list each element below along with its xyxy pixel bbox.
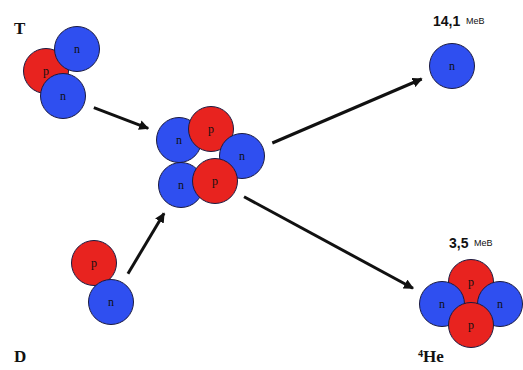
particle-letter: n (449, 60, 455, 72)
nucleus-label: T (14, 20, 25, 37)
particle-letter: n (176, 134, 182, 146)
particle-letter: n (239, 150, 245, 162)
neutron-circle: n (54, 26, 100, 72)
particle-letter: p (43, 65, 49, 77)
reaction-arrow (94, 108, 148, 129)
nucleus-label: ⁴He (418, 348, 444, 365)
particle-letter: p (468, 319, 474, 331)
proton-circle: p (448, 302, 494, 348)
particle-letter: n (439, 298, 445, 310)
particle-letter: p (91, 257, 97, 269)
neutron-circle: n (429, 43, 475, 89)
particle-letter: n (497, 298, 503, 310)
particle-letter: p (212, 175, 218, 187)
reaction-arrow (128, 213, 164, 273)
particle-letter: n (60, 90, 66, 102)
energy-unit: МеВ (474, 239, 493, 248)
particle-letter: n (178, 179, 184, 191)
reaction-arrow (244, 197, 413, 289)
reaction-arrow (272, 79, 421, 143)
particle-letter: n (108, 296, 114, 308)
particle-letter: n (74, 43, 80, 55)
energy-value: 3,5 (449, 236, 468, 250)
energy-value: 14,1 (433, 14, 460, 28)
neutron-circle: n (40, 73, 86, 119)
nucleus-label: D (14, 348, 26, 365)
particle-letter: p (468, 276, 474, 288)
neutron-circle: n (88, 279, 134, 325)
proton-circle: p (192, 158, 238, 204)
particle-letter: p (208, 123, 214, 135)
energy-unit: МеВ (466, 17, 485, 26)
